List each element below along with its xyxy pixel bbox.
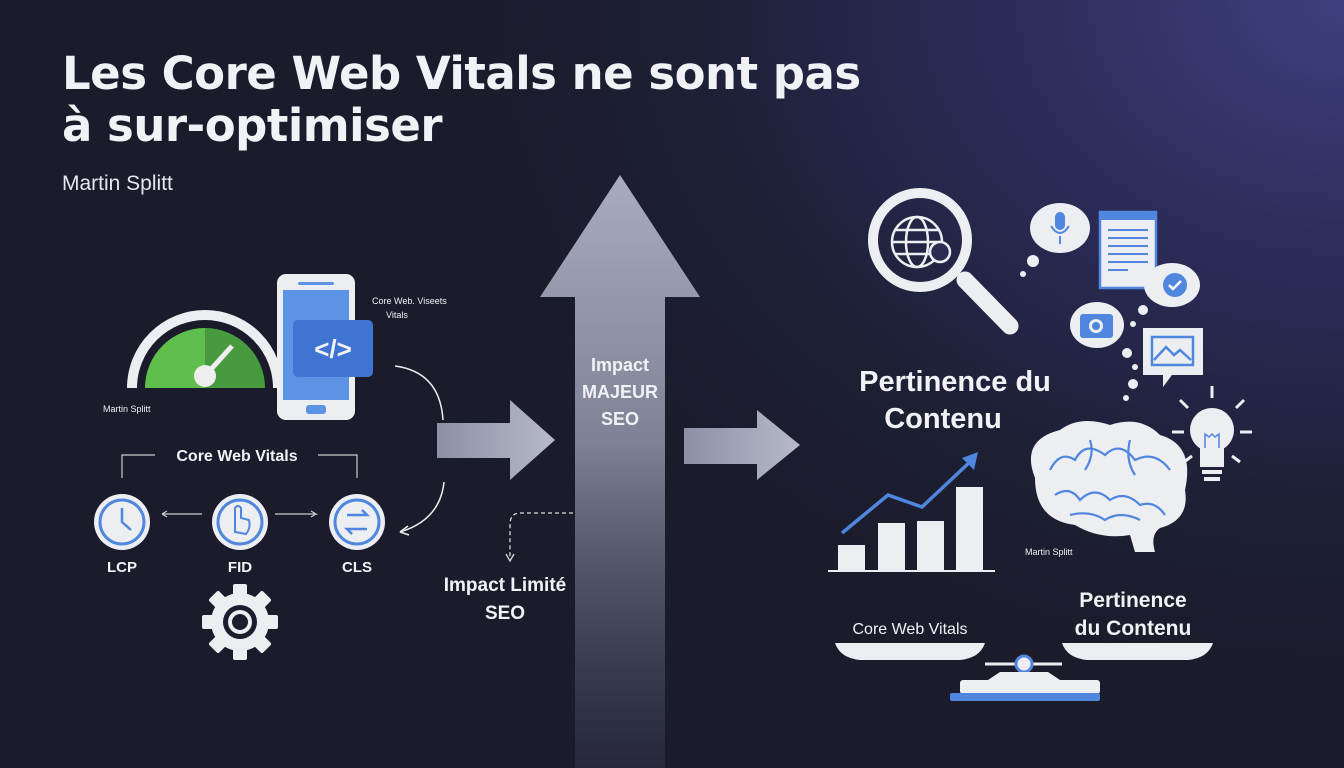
- scale-left-label: Core Web Vitals: [852, 621, 967, 638]
- clock-icon: [120, 508, 132, 531]
- group-label: Core Web Vitals: [176, 448, 297, 465]
- document-icon: [1098, 210, 1158, 290]
- metric-fid: FID: [212, 494, 268, 576]
- svg-text:</>: </>: [314, 334, 352, 364]
- hand-pointer-icon: [234, 505, 251, 536]
- bracket: [121, 454, 358, 478]
- curved-arrow: [399, 481, 445, 533]
- arrow-right: [437, 400, 555, 480]
- watermark: Martin Splitt: [1025, 547, 1073, 557]
- code-icon: </>: [293, 320, 373, 377]
- content-heading: Pertinence du: [859, 366, 1051, 398]
- svg-text:LCP: LCP: [107, 559, 137, 576]
- major-impact-label: SEO: [601, 409, 639, 429]
- microphone-bubble: [1020, 203, 1090, 277]
- metric-cls: CLS: [329, 494, 385, 576]
- curved-arrow: [394, 365, 444, 421]
- limited-impact-label: Impact Limité: [444, 575, 566, 596]
- balance-scale: Core Web Vitals Pertinence du Contenu: [835, 589, 1213, 701]
- camera-bubble: [1070, 302, 1148, 401]
- scale-right-label: du Contenu: [1075, 617, 1192, 640]
- scale-right-label: Pertinence: [1079, 589, 1186, 612]
- limited-impact-label: SEO: [485, 603, 525, 624]
- author: Martin Splitt: [62, 172, 173, 195]
- page-title: Les Core Web Vitals ne sont pas à sur-op…: [62, 47, 861, 152]
- metric-lcp: LCP: [94, 494, 150, 576]
- swap-arrows-icon: [343, 509, 371, 535]
- image-bubble: [1143, 328, 1203, 387]
- svg-text:FID: FID: [228, 559, 252, 576]
- major-impact-label: Impact: [591, 355, 649, 375]
- content-heading: Contenu: [884, 403, 1002, 435]
- small-caption: Vitals: [386, 310, 408, 320]
- speedometer-icon: [127, 310, 283, 389]
- major-impact-label: MAJEUR: [582, 382, 658, 402]
- growth-bar-chart-icon: [828, 452, 995, 572]
- arrow-up-major: [540, 175, 700, 768]
- lightbulb-icon: [1172, 386, 1252, 481]
- brain-icon: [1030, 421, 1188, 552]
- watermark: Martin Splitt: [103, 404, 151, 414]
- gear-icon: [202, 584, 278, 660]
- dashed-arrow: [509, 512, 573, 558]
- small-caption: Core Web. Viseets: [372, 296, 447, 306]
- arrow-right: [684, 410, 800, 480]
- svg-text:CLS: CLS: [342, 559, 372, 576]
- magnifier-globe-icon: [868, 188, 1019, 335]
- checkmark-bubble: [1144, 263, 1200, 307]
